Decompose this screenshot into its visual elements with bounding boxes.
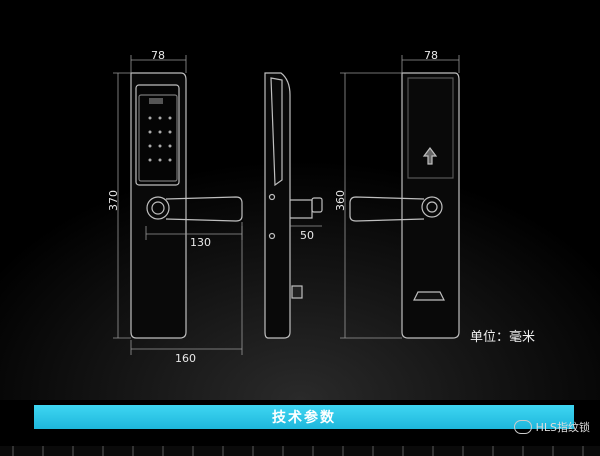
watermark-text: HLS指纹锁 <box>535 421 590 434</box>
front-height-label: 370 <box>107 190 120 211</box>
back-width-label: 78 <box>424 49 438 62</box>
wechat-icon <box>513 420 532 434</box>
front-bottom-width-label: 160 <box>175 352 196 365</box>
section-title: 技术参数 <box>272 410 336 426</box>
back-height-label: 360 <box>334 190 347 211</box>
side-depth-label: 50 <box>300 229 314 242</box>
section-banner: 技术参数 <box>34 405 574 429</box>
side-view <box>264 72 323 339</box>
watermark: HLS指纹锁 <box>513 419 590 435</box>
handle-length-label: 130 <box>190 236 211 249</box>
unit-label: 单位：毫米 <box>470 330 536 345</box>
front-view <box>113 55 243 355</box>
front-width-label: 78 <box>151 49 165 62</box>
bottom-strip <box>0 446 600 456</box>
back-view <box>340 55 460 339</box>
